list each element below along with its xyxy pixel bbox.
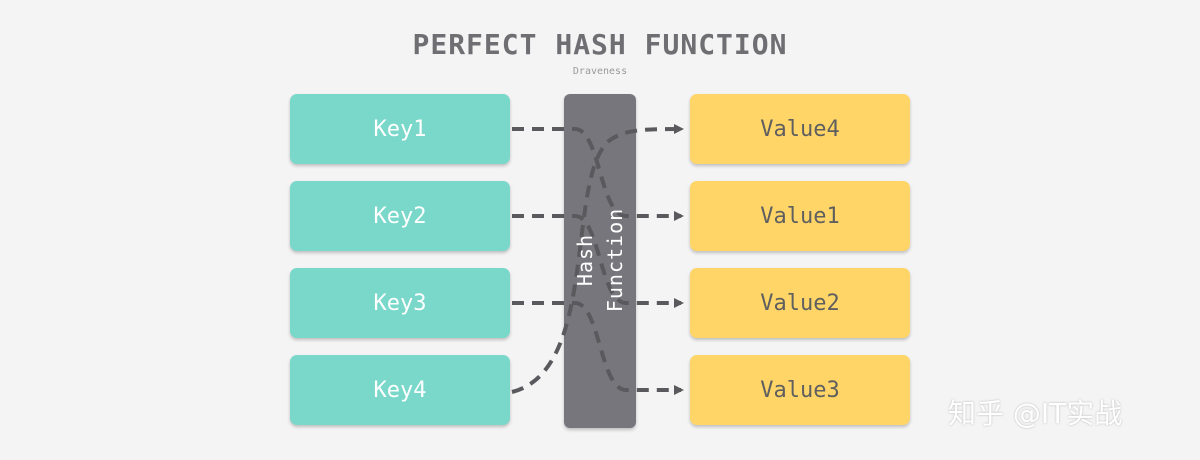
key-box-3: Key3 bbox=[290, 268, 510, 338]
author-label: Draveness bbox=[572, 66, 628, 77]
hash-label-line1: Hash bbox=[573, 233, 597, 287]
value-box-4: Value3 bbox=[690, 355, 910, 425]
arrow-key1-to-value1 bbox=[512, 127, 684, 221]
diagram-title: PERFECT HASH FUNCTION bbox=[412, 28, 788, 61]
key-box-4: Key4 bbox=[290, 355, 510, 425]
key-box-2: Key2 bbox=[290, 181, 510, 251]
value-box-2: Value1 bbox=[690, 181, 910, 251]
arrow-key3-to-value3 bbox=[512, 301, 684, 395]
arrow-key2-to-value2 bbox=[512, 214, 684, 308]
hash-function-label: Hash Function bbox=[570, 208, 630, 312]
watermark-text: 知乎 @IT实战 bbox=[948, 397, 1123, 430]
value-box-1: Value4 bbox=[690, 94, 910, 164]
hash-label-line2: Function bbox=[603, 207, 627, 313]
key-box-1: Key1 bbox=[290, 94, 510, 164]
value-box-3: Value2 bbox=[690, 268, 910, 338]
arrow-key4-to-value4 bbox=[511, 124, 684, 394]
